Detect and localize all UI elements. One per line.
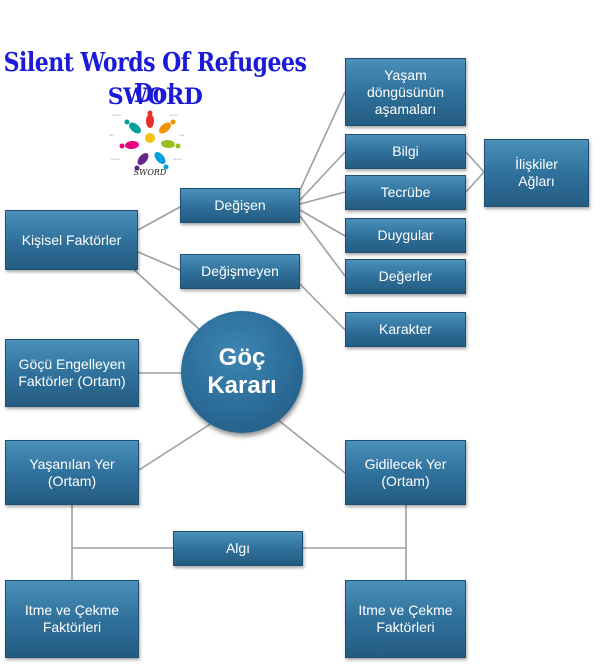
node-gidilecek-line1: Gidilecek Yer: [364, 455, 447, 472]
connector-tecrube-iliskiler: [465, 171, 485, 193]
connector-degismeyen-karakter: [299, 283, 346, 331]
node-gocu-line2: Faktörler (Ortam): [18, 373, 126, 389]
node-degerler-label: Değerler: [378, 268, 433, 284]
node-gidilecek-line2: (Ortam): [381, 472, 430, 489]
logo-label: SWORD: [133, 168, 167, 177]
connector-kisisel-degismeyen: [137, 251, 181, 271]
node-karakter-label: Karakter: [379, 321, 432, 337]
node-itme-cekme-left: Itme ve Çekme Faktörleri: [5, 580, 139, 658]
svg-text:•••••: •••••: [111, 157, 120, 161]
connector-goc-yasanilan: [138, 422, 213, 471]
node-kisisel-faktorler: Kişisel Faktörler: [5, 210, 138, 270]
svg-text:•••••: •••••: [169, 113, 178, 117]
node-iliskiler-line2: Ağları: [518, 173, 555, 189]
svg-text:•••••: •••••: [173, 157, 182, 161]
node-duygular: Duygular: [345, 218, 466, 253]
node-yasanilan-line1: Yaşanılan Yer: [29, 455, 115, 472]
node-iliskiler-aglari: İlişkiler Ağları: [484, 139, 589, 207]
node-bilgi: Bilgi: [345, 134, 466, 169]
connector-bilgi-iliskiler: [465, 151, 485, 173]
node-algi: Algı: [173, 531, 303, 566]
node-degisen: Değişen: [180, 188, 300, 223]
node-iliskiler-line1: İlişkiler: [515, 156, 558, 172]
connector-degisen-degerler: [299, 215, 346, 277]
node-degismeyen-label: Değişmeyen: [201, 263, 279, 279]
node-tecrube: Tecrübe: [345, 175, 466, 210]
svg-text:•••: •••: [179, 133, 185, 137]
connector-degisen-tecrube: [299, 191, 346, 205]
node-yasam-line1: Yaşam: [384, 66, 427, 83]
connector-goc-gidilecek: [277, 419, 346, 474]
node-bilgi-label: Bilgi: [392, 143, 419, 159]
node-gocu-engelleyen: Göçü Engelleyen Faktörler (Ortam): [5, 339, 139, 407]
node-kisisel-label: Kişisel Faktörler: [21, 231, 122, 248]
node-gocu-line1: Göçü Engelleyen: [18, 356, 126, 372]
node-gidilecek-yer: Gidilecek Yer (Ortam): [345, 440, 466, 505]
node-karakter: Karakter: [345, 312, 466, 347]
node-yasanilan-yer: Yaşanılan Yer (Ortam): [5, 440, 139, 505]
connector-degisen-bilgi: [299, 151, 346, 201]
node-itme-right-line2: Faktörleri: [376, 619, 435, 635]
svg-text:•••••: •••••: [112, 113, 121, 117]
node-tecrube-label: Tecrübe: [380, 184, 431, 200]
connector-degisen-duygular: [299, 209, 346, 237]
header-subtitle: SWORD: [107, 84, 203, 110]
sword-logo: ••••• ••••• ••• ••• ••••• •••••: [109, 110, 185, 171]
node-itme-cekme-right: Itme ve Çekme Faktörleri: [345, 580, 466, 658]
node-yasam-line3: aşamaları: [374, 100, 437, 117]
node-algi-label: Algı: [225, 540, 251, 556]
connector-kisisel-goc: [131, 267, 201, 331]
node-itme-left-line2: Faktörleri: [42, 619, 102, 635]
node-goc-line2: Kararı: [207, 372, 277, 399]
node-itme-left-line1: Itme ve Çekme: [24, 602, 120, 618]
connector-degisen-yasam: [299, 91, 346, 191]
node-yasanilan-line2: (Ortam): [47, 472, 97, 489]
node-yasam-line2: döngüsünün: [366, 83, 445, 100]
connector-kisisel-degisen: [137, 206, 181, 231]
node-goc-line1: Göç: [218, 344, 266, 371]
svg-text:•••: •••: [109, 133, 115, 137]
node-yasam-dongusu: Yaşam döngüsünün aşamaları: [345, 58, 466, 126]
node-itme-right-line1: Itme ve Çekme: [358, 602, 453, 618]
node-duygular-label: Duygular: [377, 227, 434, 243]
node-degerler: Değerler: [345, 259, 466, 294]
node-goc-karari: Göç Kararı: [181, 311, 303, 433]
header-title: Silent Words Of Refugees Do!: [3, 46, 307, 110]
node-degismeyen: Değişmeyen: [180, 254, 300, 289]
node-degisen-label: Değişen: [214, 197, 266, 213]
